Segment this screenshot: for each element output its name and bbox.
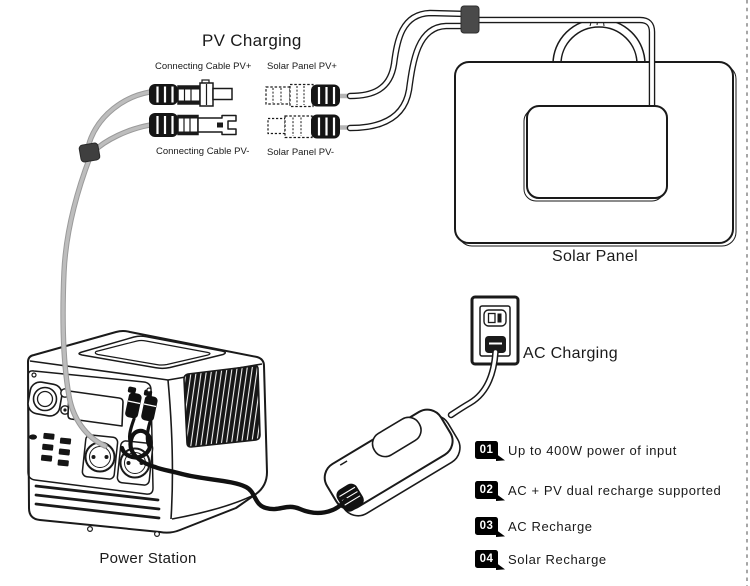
ac-input-cable — [447, 348, 499, 419]
feature-badge-4: 04 — [475, 550, 505, 570]
feature-text-2: AC + PV dual recharge supported — [508, 482, 722, 498]
cable-ferrite-clip — [460, 5, 480, 34]
ac-charging-label: AC Charging — [523, 345, 618, 362]
solar-panel-handle — [552, 17, 646, 65]
feature-item-1: 01 Up to 400W power of input — [475, 441, 677, 461]
pv-charging-title: PV Charging — [202, 31, 302, 50]
feature-badge-1: 01 — [475, 441, 505, 461]
label-solar-panel-pv-plus: Solar Panel PV+ — [267, 61, 337, 72]
mc4-connector-cable-pv-plus — [149, 79, 233, 107]
mc4-connector-cable-pv-minus — [149, 113, 237, 137]
cable-clip — [78, 142, 101, 163]
feature-text-3: AC Recharge — [508, 518, 593, 534]
dc-socket — [27, 381, 63, 417]
feature-text-4: Solar Recharge — [508, 551, 607, 567]
feature-item-4: 04 Solar Recharge — [475, 550, 607, 570]
feature-item-2: 02 AC + PV dual recharge supported — [475, 481, 722, 501]
badge-tail — [496, 562, 505, 570]
feature-item-3: 03 AC Recharge — [475, 517, 593, 537]
label-connecting-cable-pv-plus: Connecting Cable PV+ — [155, 61, 252, 72]
ac-adapter-illustration — [323, 408, 461, 517]
mc4-connector-panel-pv-minus — [267, 114, 340, 139]
ac-adapter-cord — [119, 417, 349, 516]
label-solar-panel-pv-minus: Solar Panel PV- — [267, 147, 335, 158]
display-screen — [67, 390, 124, 427]
mc4-connector-panel-pv-plus — [265, 83, 340, 108]
feature-text-1: Up to 400W power of input — [508, 442, 677, 458]
front-grille — [34, 484, 161, 520]
badge-tail — [496, 529, 505, 537]
ac-outlet-icon — [470, 295, 520, 366]
label-connecting-cable-pv-minus: Connecting Cable PV- — [156, 146, 250, 157]
badge-tail — [496, 493, 505, 501]
solar-panel-label: Solar Panel — [551, 248, 639, 265]
pv-input-plugs — [125, 386, 158, 422]
badge-tail — [496, 453, 505, 461]
solar-panel-pocket — [523, 105, 668, 202]
power-station-label: Power Station — [99, 550, 197, 567]
feature-badge-3: 03 — [475, 517, 505, 537]
feature-badge-2: 02 — [475, 481, 505, 501]
side-vent-grille — [183, 365, 261, 448]
